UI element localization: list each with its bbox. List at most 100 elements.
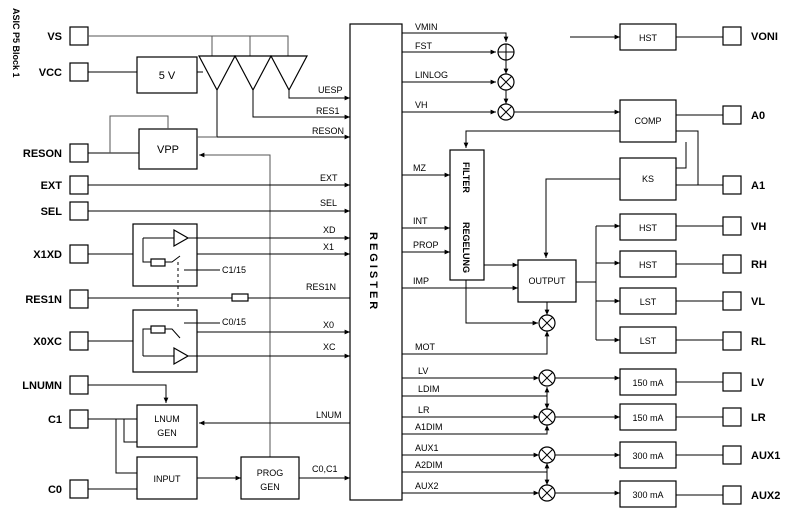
pin-voni-label: VONI (751, 31, 778, 43)
block-hst-top (619, 23, 677, 51)
filter-section: FILTER REGELUNG MZ INT PROP IMP (402, 149, 538, 326)
sig-xd: XD (323, 225, 336, 235)
block-filter-label: FILTER (461, 162, 471, 193)
pin-vs-label: VS (47, 31, 62, 43)
register-label: REGISTER (367, 232, 379, 312)
pin-vh-label: VH (751, 221, 766, 233)
block-drv-aux1 (619, 441, 677, 469)
block-drv-lv-label: 150 mA (632, 378, 663, 388)
block-5v (136, 56, 198, 94)
sig-mz: MZ (413, 163, 426, 173)
pin-aux1 (722, 445, 742, 465)
pin-reson-label: RESON (23, 148, 62, 160)
pin-vcc-label: VCC (39, 67, 62, 79)
block-drv-aux2-label: 300 mA (632, 490, 663, 500)
pin-c1-label: C1 (48, 414, 62, 426)
sig-xc: XC (323, 342, 336, 352)
supply-section: 5 V UESP RES1 RESON (88, 35, 350, 140)
pin-c0-label: C0 (48, 484, 62, 496)
block-hst-top-label: HST (639, 33, 658, 43)
sig-uesp: UESP (318, 85, 343, 95)
pin-a1-label: A1 (751, 180, 765, 192)
block-drv-aux1-label: 300 mA (632, 451, 663, 461)
buffer-1 (198, 55, 236, 92)
pin-res1n (69, 289, 89, 309)
pin-aux2 (722, 485, 742, 505)
pin-ext (69, 175, 89, 195)
sig-linlog: LINLOG (415, 70, 448, 80)
pin-a0-label: A0 (751, 110, 765, 122)
sig-c0-15: C0/15 (222, 317, 246, 327)
sig-c1-15: C1/15 (222, 265, 246, 275)
pin-sel (69, 201, 89, 221)
osc-x0: C0/15 X0 XC (88, 309, 350, 373)
osc-x1: XD X1 C1/15 (88, 223, 350, 287)
pin-rh (722, 254, 742, 274)
block-5v-label: 5 V (159, 70, 176, 82)
sig-int: INT (413, 216, 428, 226)
sig-ldim: LDIM (418, 384, 440, 394)
block-lst-vl-label: LST (640, 297, 657, 307)
pin-aux1-label: AUX1 (751, 450, 780, 462)
register-block: REGISTER (349, 23, 403, 501)
vpp-section: VPP (88, 115, 271, 469)
pin-reson (69, 143, 89, 163)
block-lst-rl-label: LST (640, 336, 657, 346)
block-drv-lr-label: 150 mA (632, 413, 663, 423)
register-rect (349, 23, 403, 501)
doc-title: ASIC P5 Block 1 (11, 8, 21, 78)
sig-mot: MOT (415, 342, 435, 352)
sig-res1: RES1 (316, 106, 340, 116)
pin-lv (722, 372, 742, 392)
pin-c0 (69, 479, 89, 499)
pin-voni (722, 26, 742, 46)
buffer-3 (270, 55, 308, 92)
block-hst-vh (619, 213, 677, 241)
block-lnum-gen-label-1: LNUM (154, 414, 180, 424)
pin-lnumn-label: LNUMN (22, 380, 62, 392)
block-hst-vh-label: HST (639, 223, 658, 233)
drivers-section: LV 150 mA LDIM LR 150 mA A1DIM AUX1 300 … (402, 366, 723, 508)
pin-lnumn (69, 375, 89, 395)
pin-a0 (722, 105, 742, 125)
pin-rl-label: RL (751, 336, 766, 348)
ext-sel-lines: EXT SEL (88, 173, 350, 214)
block-input-label: INPUT (154, 474, 182, 484)
sig-x0: X0 (323, 320, 334, 330)
block-ks-label: KS (642, 174, 654, 184)
sig-lnum: LNUM (316, 410, 342, 420)
top-right-section: HST VMIN FST LINLOG VH COMP KS (402, 22, 723, 258)
pin-rl (722, 331, 742, 351)
pin-a1 (722, 175, 742, 195)
sig-x1: X1 (323, 242, 334, 252)
block-hst-rh (619, 250, 677, 278)
pin-vl (722, 291, 742, 311)
buffer-2 (234, 55, 272, 92)
sig-reson: RESON (312, 126, 344, 136)
block-lnum-gen (136, 404, 198, 448)
pin-x0xc (69, 331, 89, 351)
pin-vh (722, 216, 742, 236)
sig-aux1: AUX1 (415, 443, 439, 453)
sig-prop: PROP (413, 240, 439, 250)
sig-a2dim: A2DIM (415, 460, 443, 470)
block-prog-gen (240, 456, 300, 500)
block-drv-aux2 (619, 480, 677, 508)
sig-res1n: RES1N (306, 282, 336, 292)
block-regelung-label: REGELUNG (461, 222, 471, 273)
bottom-left-section: LNUM GEN LNUM INPUT PROG GEN C0,C1 (88, 384, 350, 500)
block-ks (619, 157, 677, 201)
block-comp-label: COMP (635, 116, 662, 126)
right-pins: VONI A0 A1 VH RH VL RL LV LR AUX1 AUX2 (722, 26, 780, 505)
pin-x1xd-label: X1XD (33, 249, 62, 261)
block-output-label: OUTPUT (529, 276, 567, 286)
block-output (517, 259, 577, 303)
sig-vmin: VMIN (415, 22, 438, 32)
pin-vl-label: VL (751, 296, 765, 308)
pin-lv-label: LV (751, 377, 765, 389)
sig-a1dim: A1DIM (415, 422, 443, 432)
sig-sel: SEL (320, 198, 337, 208)
pin-ext-label: EXT (41, 180, 63, 192)
